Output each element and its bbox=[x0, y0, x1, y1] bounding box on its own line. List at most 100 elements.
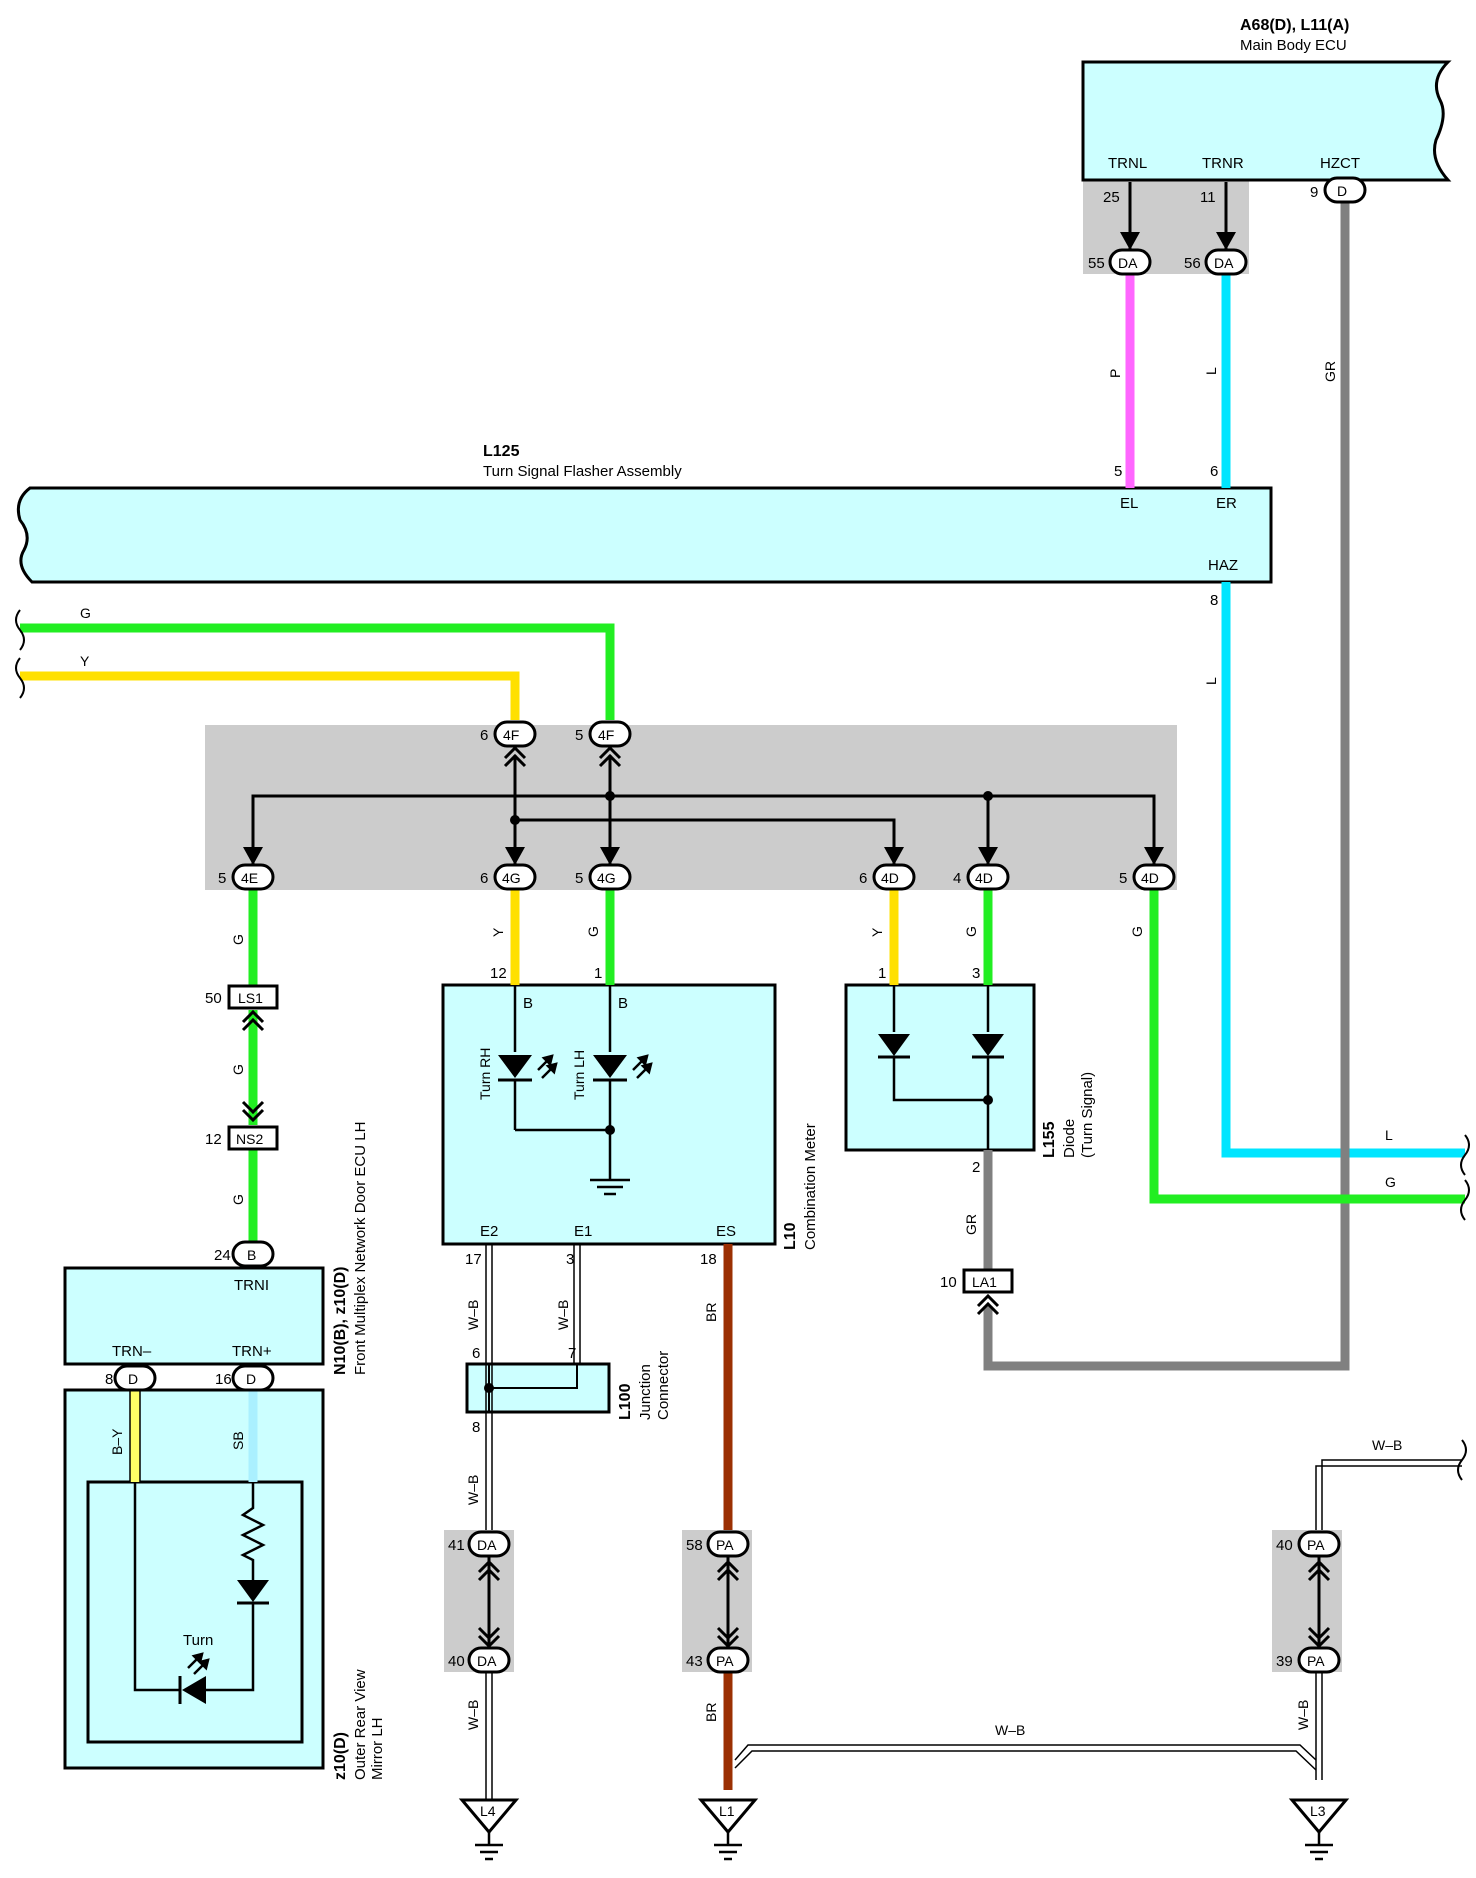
junction-arrows bbox=[243, 847, 1164, 865]
conn-d-16: D bbox=[246, 1371, 256, 1387]
conn-da-40: DA bbox=[477, 1653, 497, 1669]
door-ecu-box bbox=[63, 1266, 325, 1366]
flasher-assembly-box bbox=[16, 486, 1273, 584]
mirror-led-rays bbox=[187, 1652, 210, 1675]
wire-label-gr-1: GR bbox=[1322, 361, 1338, 382]
pin-d8: 8 bbox=[105, 1371, 113, 1388]
door-ecu-trni: TRNI bbox=[234, 1277, 269, 1294]
flasher-pin-er: ER bbox=[1216, 495, 1237, 512]
diode-ref: L155 bbox=[1041, 1121, 1058, 1158]
ecu-pin-trnr: TRNR bbox=[1202, 155, 1244, 172]
led-turn-lh-icon bbox=[593, 1055, 627, 1078]
jc-dot bbox=[484, 1383, 494, 1393]
wire-label-g-top: G bbox=[80, 605, 91, 621]
wire-label-g-right: G bbox=[1385, 1174, 1396, 1190]
flasher-ref: L125 bbox=[483, 443, 520, 460]
mirror-ref: z10(D) bbox=[332, 1732, 349, 1780]
pin-jc7: 7 bbox=[568, 1345, 576, 1362]
wire-label-g-d: G bbox=[963, 926, 979, 937]
conn-4d-a: 4D bbox=[881, 870, 899, 886]
mirror-inner-box bbox=[86, 1480, 304, 1744]
wire-label-l-right: L bbox=[1385, 1127, 1393, 1143]
door-ecu-trn-minus: TRN– bbox=[112, 1343, 152, 1360]
led-rays bbox=[537, 1054, 653, 1079]
wire-label-g-2: G bbox=[230, 1064, 246, 1075]
pin-4e-5: 5 bbox=[218, 870, 226, 887]
pin-da40: 40 bbox=[448, 1653, 465, 1670]
pin-4d-6: 6 bbox=[859, 870, 867, 887]
wire-g-right bbox=[1149, 890, 1465, 1204]
pin-el: 5 bbox=[1114, 463, 1122, 480]
pin-la1: 10 bbox=[940, 1274, 957, 1291]
diode-2-icon bbox=[972, 1034, 1004, 1056]
flasher-pin-el: EL bbox=[1120, 495, 1138, 512]
wire-gr bbox=[983, 196, 1350, 1371]
wire-label-wb-2: W–B bbox=[555, 1300, 571, 1330]
wire-label-wb-4: W–B bbox=[465, 1700, 481, 1730]
conn-d-8: D bbox=[128, 1371, 138, 1387]
pin-4g-6: 6 bbox=[480, 870, 488, 887]
door-ecu-ref: N10(B), z10(D) bbox=[332, 1267, 349, 1375]
door-ecu-name: Front Multiplex Network Door ECU LH bbox=[352, 1122, 369, 1375]
diode-1-icon bbox=[878, 1034, 910, 1056]
mirror-name2: Mirror LH bbox=[369, 1718, 386, 1781]
pin-4f-5: 5 bbox=[575, 727, 583, 744]
wire-label-g-r: G bbox=[1129, 926, 1145, 937]
meter-name: Combination Meter bbox=[802, 1123, 819, 1250]
wire-label-p: P bbox=[1107, 369, 1123, 378]
wire-label-l-2: L bbox=[1203, 677, 1219, 685]
conn-4d-c: 4D bbox=[1141, 870, 1159, 886]
pin-da41: 41 bbox=[448, 1537, 465, 1554]
pin-d3: 3 bbox=[972, 965, 980, 982]
pin-pa40: 40 bbox=[1276, 1537, 1293, 1554]
diode-name: Diode bbox=[1061, 1119, 1078, 1158]
pin-11: 11 bbox=[1200, 189, 1216, 206]
pin-es: 18 bbox=[700, 1251, 717, 1268]
wire-label-gr-2: GR bbox=[963, 1214, 979, 1235]
wire-label-wb-6: W–B bbox=[1295, 1700, 1311, 1730]
wire-breaks bbox=[15, 609, 1470, 1481]
pin-e1: 3 bbox=[566, 1251, 574, 1268]
wire-wb-group bbox=[485, 1244, 1462, 1800]
mirror-diode-icon bbox=[237, 1580, 269, 1602]
ground-l1: L1 bbox=[719, 1803, 735, 1819]
wire-label-g-3: G bbox=[230, 1194, 246, 1205]
jc-name2: Connector bbox=[655, 1351, 672, 1420]
pin-pa58: 58 bbox=[686, 1537, 703, 1554]
mirror-name1: Outer Rear View bbox=[352, 1669, 369, 1780]
pin-4d-4: 4 bbox=[953, 870, 961, 887]
conn-4e: 4E bbox=[241, 870, 258, 886]
conn-da-41: DA bbox=[477, 1537, 497, 1553]
pin-d2: 2 bbox=[972, 1159, 980, 1176]
pin-jc6: 6 bbox=[472, 1345, 480, 1362]
arrow-trnr bbox=[1216, 232, 1236, 250]
conn-4g-b: 4G bbox=[597, 870, 616, 886]
ground-l3: L3 bbox=[1310, 1803, 1326, 1819]
conn-la1: LA1 bbox=[972, 1274, 997, 1290]
junction-block-shade bbox=[205, 725, 1177, 890]
wire-label-wb-3: W–B bbox=[465, 1475, 481, 1505]
diode-sub: (Turn Signal) bbox=[1079, 1072, 1096, 1158]
mirror-led-icon bbox=[182, 1676, 206, 1704]
wire-label-wb-1: W–B bbox=[465, 1300, 481, 1330]
diode-junction-dot bbox=[983, 1095, 993, 1105]
wire-y-top bbox=[20, 671, 520, 720]
pin-e2: 17 bbox=[465, 1251, 482, 1268]
pin-56: 56 bbox=[1184, 255, 1201, 272]
pin-ns2: 12 bbox=[205, 1131, 222, 1148]
ground-lines bbox=[475, 1832, 1333, 1861]
junction-dots bbox=[510, 791, 993, 825]
pin-9: 9 bbox=[1310, 184, 1318, 201]
conn-pa-58: PA bbox=[716, 1537, 734, 1553]
pin-pa43: 43 bbox=[686, 1653, 703, 1670]
wire-label-g-4e: G bbox=[230, 934, 246, 945]
wire-label-sb: SB bbox=[230, 1431, 246, 1450]
mirror-internals bbox=[133, 1482, 266, 1692]
pin-m1: 1 bbox=[594, 965, 602, 982]
pin-55: 55 bbox=[1088, 255, 1105, 272]
meter-b-1: B bbox=[523, 995, 533, 1012]
pin-m12: 12 bbox=[490, 965, 507, 982]
meter-es: ES bbox=[716, 1223, 736, 1240]
ns2-connector bbox=[227, 1125, 279, 1151]
meter-turn-lh: Turn LH bbox=[571, 1050, 587, 1100]
